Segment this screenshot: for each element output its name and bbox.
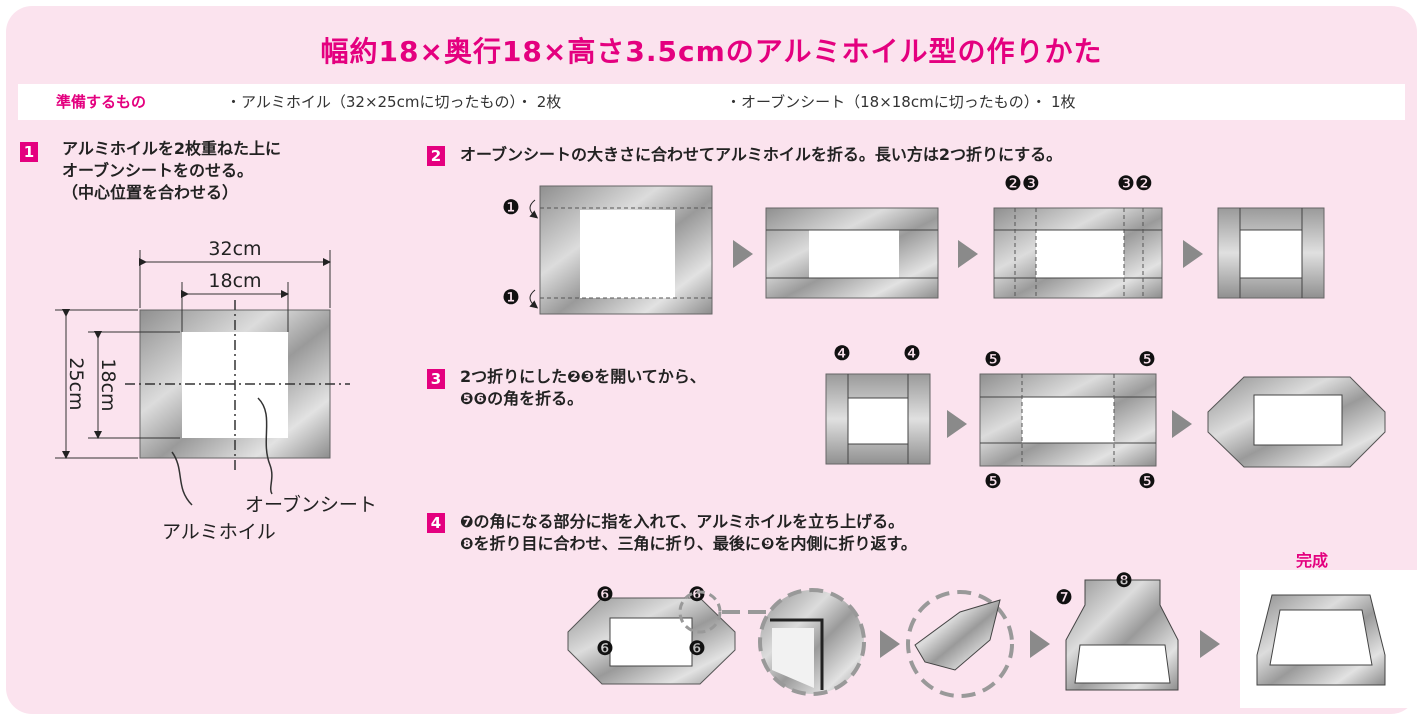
step-1-text: アルミホイルを2枚重ねた上に オーブンシートをのせる。 （中心位置を合わせる） [62,138,281,204]
open-b-sheet [1022,397,1114,443]
step-3-diagrams: ❹ ❹ ❺ ❺ ❺ ❺ [825,341,1386,493]
open-c-sheet [1253,394,1343,446]
foil-callout-line [171,451,193,506]
dim-sheet-height-label: 18cm [97,358,119,411]
step-4-number: 4 [427,513,445,533]
dim-width-label: 32cm [208,238,261,260]
marker-5: ❺ [984,347,1002,371]
corner-rise [914,599,1001,671]
sheet-callout-line [257,397,273,495]
done-tray-inner [1269,609,1373,666]
fold-d-sheet [1239,229,1303,279]
fold-c-sheet [1036,230,1124,278]
next-arrow-icon [947,410,967,438]
materials-bar: 準備するもの ・アルミホイル（32×25cmに切ったもの）・ 2枚 ・オーブンシ… [18,84,1405,120]
step-4-diagrams: ❻ ❻ ❻ ❻ ❼ ❽ [567,568,1418,708]
marker-1: ❶ [502,195,520,219]
marker-5: ❺ [1138,347,1156,371]
marker-1: ❶ [502,285,520,309]
step-1-line: アルミホイルを2枚重ねた上に [62,139,281,158]
zoom-circle-icon [678,590,722,634]
marker-7: ❼ [1055,585,1073,609]
fold-a-sheet [580,210,675,298]
zoom-detail-2 [906,590,1014,698]
next-arrow-icon [880,630,900,658]
next-arrow-icon [958,240,978,268]
marker-32: ❸❷ [1117,171,1153,195]
step-2-number: 2 [427,146,445,166]
diagram-1: 32cm 18cm 25cm 18cm オーブンシート アルミホイル [55,238,377,543]
marker-5: ❺ [1138,469,1156,493]
next-arrow-icon [1172,410,1192,438]
next-arrow-icon [1200,630,1220,658]
assemble-a-sheet [609,617,693,667]
assemble-b-inner [1074,644,1171,684]
marker-5: ❺ [984,469,1002,493]
step-3-line: ❺❻の角を折る。 [460,389,584,408]
step-4-text: ❼の角になる部分に指を入れて、アルミホイルを立ち上げる。 ❽を折り目に合わせ、三… [460,511,917,555]
step-3-line: 2つ折りにした❷❸を開いてから、 [460,367,706,386]
step-3-text: 2つ折りにした❷❸を開いてから、 ❺❻の角を折る。 [460,366,706,410]
corner-edge [770,618,824,690]
step-4-line: ❽を折り目に合わせ、三角に折り、最後に❾を内側に折り返す。 [460,534,917,553]
step-4-line: ❼の角になる部分に指を入れて、アルミホイルを立ち上げる。 [460,512,905,531]
step-2-line: オーブンシートの大きさに合わせてアルミホイルを折る。長い方は2つ折りにする。 [460,145,1063,164]
marker-4: ❹ [903,341,921,365]
marker-6: ❻ [596,582,614,606]
materials-label: 準備するもの [56,93,147,111]
marker-6: ❻ [688,636,706,660]
fold-arrow-icon [529,199,539,219]
step-3-number: 3 [427,369,445,389]
corner-inner [772,628,814,688]
materials-item-foil: ・アルミホイル（32×25cmに切ったもの）・ 2枚 [226,93,562,111]
sheet-callout: オーブンシート [245,493,377,516]
dim-height-label: 25cm [65,357,87,410]
open-a-sheet [847,397,909,445]
next-arrow-icon [1030,630,1050,658]
done-label: 完成 [1296,551,1329,570]
marker-4: ❹ [833,341,851,365]
marker-6: ❻ [688,582,706,606]
marker-23: ❷❸ [1004,171,1040,195]
page-title: 幅約18×奥行18×高さ3.5cmのアルミホイル型の作りかた [320,35,1103,68]
step-2-text: オーブンシートの大きさに合わせてアルミホイルを折る。長い方は2つ折りにする。 [460,144,1062,166]
step-1-line: （中心位置を合わせる） [62,183,239,202]
fold-b-sheet [809,230,899,278]
step-1-number: 1 [20,142,38,162]
fold-arrow-icon [529,289,539,309]
step-1-line: オーブンシートをのせる。 [62,161,254,180]
materials-item-sheet: ・オーブンシート（18×18cmに切ったもの）・ 1枚 [726,93,1076,111]
next-arrow-icon [733,240,753,268]
next-arrow-icon [1183,240,1203,268]
foil-callout: アルミホイル [162,521,276,543]
step-2-diagrams: ❶ ❶ ❷❸ ❸❷ [502,171,1325,315]
marker-6: ❻ [596,636,614,660]
dim-sheet-width-label: 18cm [208,270,261,292]
marker-8: ❽ [1115,568,1133,592]
